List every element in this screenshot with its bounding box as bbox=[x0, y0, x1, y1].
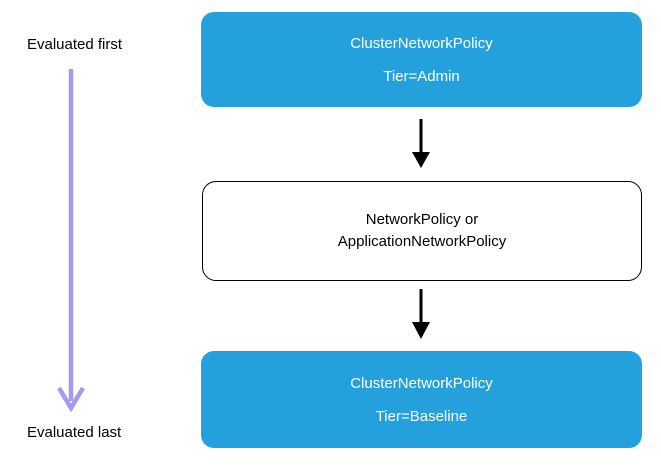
down-arrow-bottom-icon bbox=[412, 289, 430, 339]
admin-box-title: ClusterNetworkPolicy bbox=[350, 34, 493, 52]
cluster-network-policy-admin-box: ClusterNetworkPolicy Tier=Admin bbox=[201, 12, 642, 107]
down-arrow-top-icon bbox=[412, 119, 430, 168]
evaluated-first-label: Evaluated first bbox=[27, 36, 123, 53]
evaluated-last-label: Evaluated last bbox=[27, 424, 122, 441]
baseline-box-tier: Tier=Baseline bbox=[375, 407, 468, 425]
baseline-box-title: ClusterNetworkPolicy bbox=[350, 374, 493, 392]
network-policy-box-line1: NetworkPolicy or bbox=[365, 211, 479, 228]
network-policy-box-line2: ApplicationNetworkPolicy bbox=[337, 233, 507, 250]
admin-box-tier: Tier=Admin bbox=[383, 67, 460, 85]
cluster-network-policy-baseline-box: ClusterNetworkPolicy Tier=Baseline bbox=[201, 351, 642, 448]
network-policy-box: NetworkPolicy or ApplicationNetworkPolic… bbox=[202, 181, 642, 281]
evaluation-order-arrow-icon bbox=[57, 69, 85, 413]
